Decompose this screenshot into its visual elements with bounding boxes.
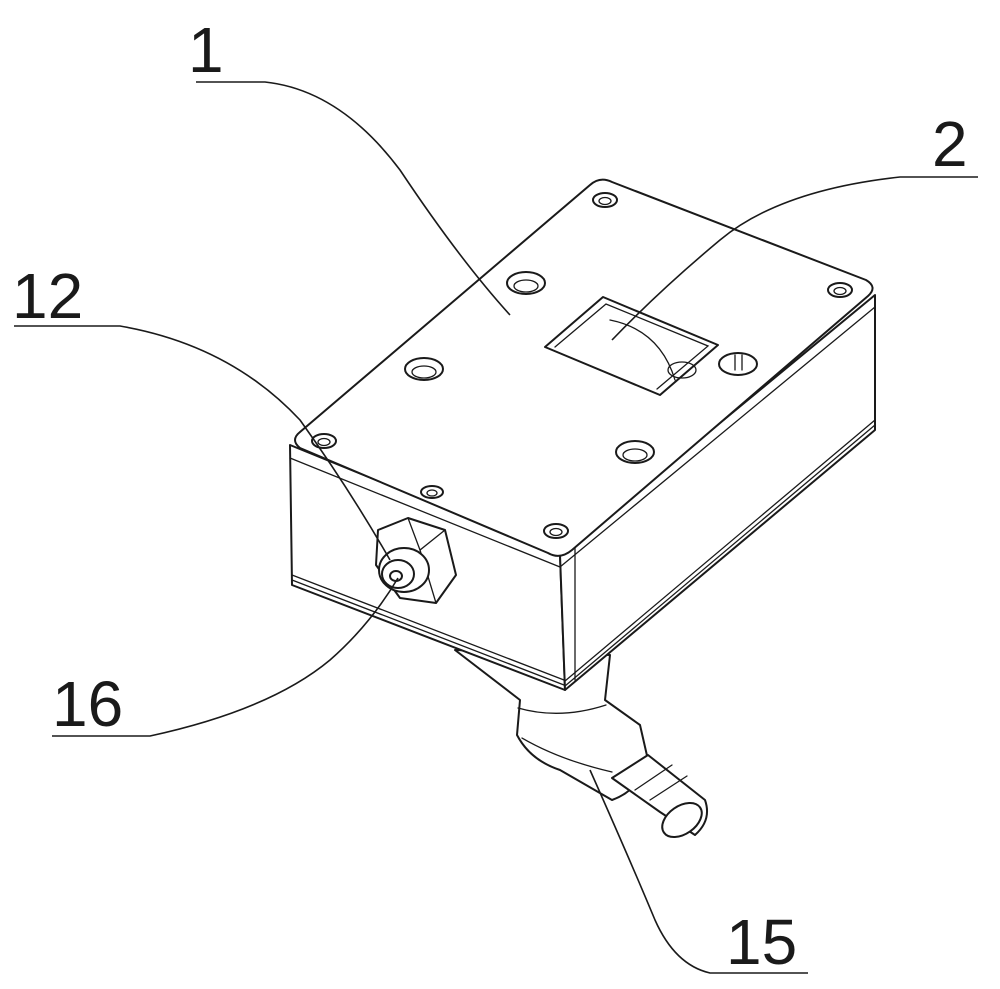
callout-15: 15 — [726, 906, 797, 978]
callout-labels: 1 2 12 16 15 — [12, 14, 968, 978]
hole-large — [404, 357, 444, 381]
outlet-pipe — [454, 649, 708, 839]
lid-screw-holes — [311, 192, 853, 539]
hole-large — [506, 271, 546, 295]
leader-12 — [14, 325, 391, 561]
sight-window — [544, 296, 719, 396]
leader-1 — [196, 81, 511, 316]
leader-15 — [589, 769, 808, 974]
lid-top — [294, 178, 874, 557]
callout-16: 16 — [52, 668, 123, 740]
leader-2 — [611, 176, 978, 341]
hole-large — [615, 440, 655, 464]
leader-lines — [14, 81, 978, 974]
hole-small — [827, 282, 853, 298]
callout-12: 12 — [12, 260, 83, 332]
hole-small — [311, 433, 337, 449]
hole-large — [718, 352, 758, 376]
callout-2: 2 — [932, 108, 968, 180]
leader-16 — [52, 577, 399, 737]
hole-front — [420, 485, 444, 499]
hole-small — [592, 192, 618, 208]
callout-1: 1 — [188, 14, 224, 86]
hole-small — [543, 523, 569, 539]
